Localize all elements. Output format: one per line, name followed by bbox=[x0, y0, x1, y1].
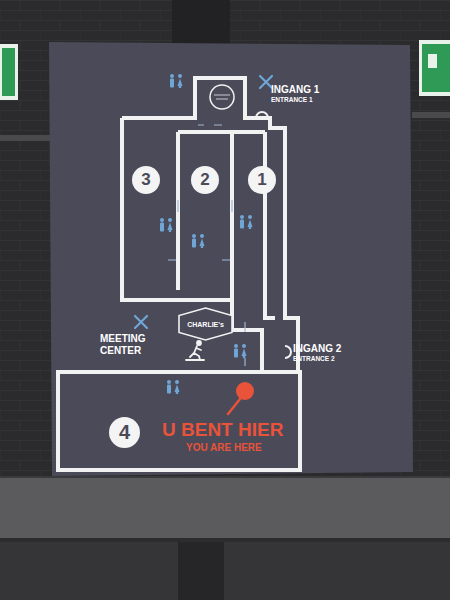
hall-number-circle: 1 bbox=[248, 166, 276, 194]
you-are-here-label: YOU ARE HERE bbox=[186, 442, 262, 454]
entrance-label: INGANG 1 bbox=[271, 84, 319, 96]
hall-number-circle: 4 bbox=[109, 417, 140, 448]
hall-number: 3 bbox=[141, 170, 150, 190]
entrance-label: INGANG 2 bbox=[293, 343, 341, 355]
entrance-label: ENTRANCE 1 bbox=[271, 96, 313, 103]
hall-number-circle: 2 bbox=[191, 166, 219, 194]
hall-number: 2 bbox=[200, 170, 209, 190]
restaurant-hexagon: CHARLIE's bbox=[178, 307, 233, 341]
restaurant-name: CHARLIE's bbox=[187, 321, 224, 328]
hall-number: 4 bbox=[119, 421, 130, 444]
area-label: MEETING CENTER bbox=[100, 333, 158, 356]
you-are-here-label: U BENT HIER bbox=[162, 419, 283, 441]
hall-number: 1 bbox=[257, 170, 266, 190]
entrance-label: ENTRANCE 2 bbox=[293, 355, 335, 362]
hall-number-circle: 3 bbox=[132, 166, 160, 194]
